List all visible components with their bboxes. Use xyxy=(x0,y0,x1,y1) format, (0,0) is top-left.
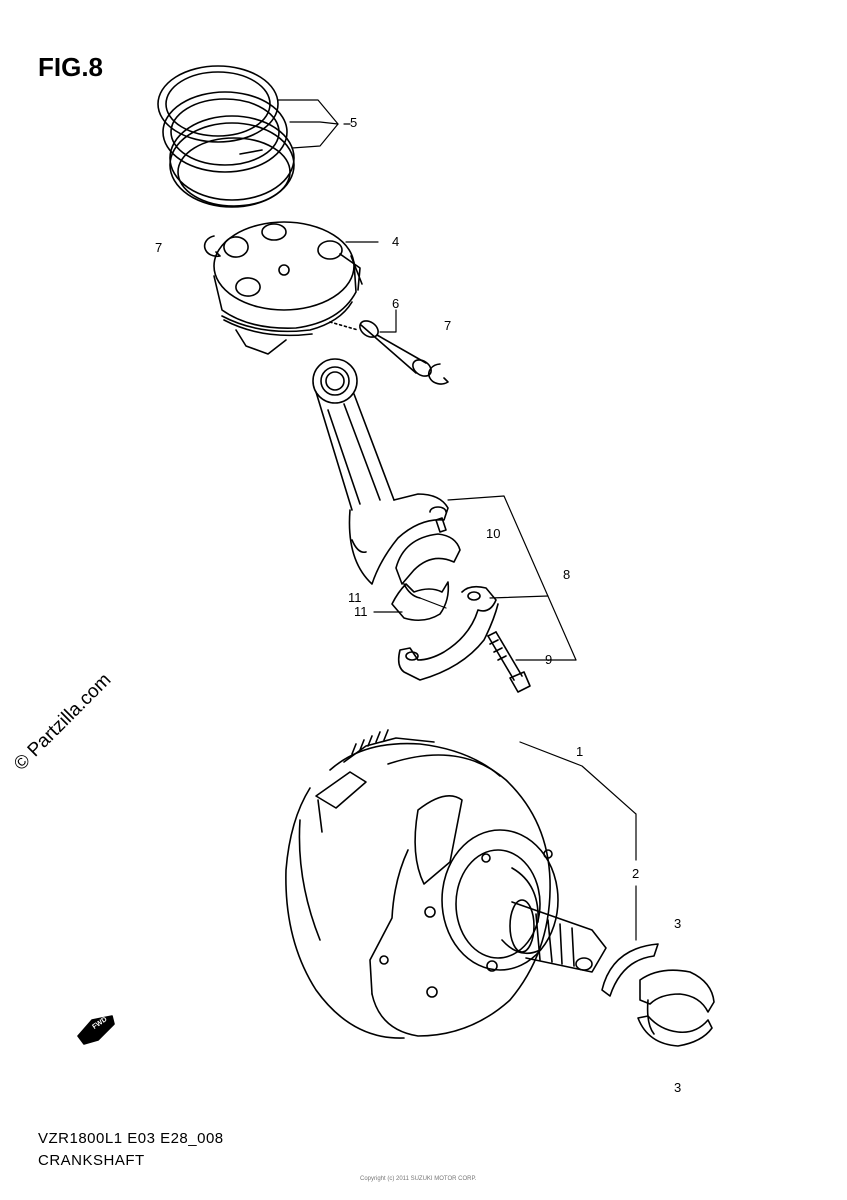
piston-pin-circlips xyxy=(203,235,449,385)
callout-4: 4 xyxy=(392,234,400,249)
callout-9: 9 xyxy=(545,652,553,667)
section-name: CRANKSHAFT xyxy=(38,1152,145,1169)
crankshaft xyxy=(285,729,607,1039)
callout-11a: 11 xyxy=(348,590,362,605)
fwd-arrow-icon xyxy=(77,1015,115,1045)
callout-5: 5 xyxy=(350,115,358,130)
callout-3a: 3 xyxy=(674,916,682,931)
conrod-bolt xyxy=(487,631,531,693)
crankshaft-bearings xyxy=(601,943,715,1047)
figure-title: FIG.8 xyxy=(38,52,104,82)
callout-6: 6 xyxy=(392,296,400,311)
model-code: VZR1800L1 E03 E28_008 xyxy=(38,1130,224,1147)
connecting-rod xyxy=(312,358,449,585)
piston xyxy=(213,221,363,355)
callout-11b: 11 xyxy=(354,604,368,619)
conrod-bearings xyxy=(391,533,461,622)
callout-8: 8 xyxy=(563,567,571,582)
callout-7a: 7 xyxy=(155,240,163,255)
piston-rings xyxy=(157,65,295,208)
copyright-notice: Copyright (c) 2011 SUZUKI MOTOR CORP. xyxy=(360,1176,477,1182)
callout-7b: 7 xyxy=(444,318,452,333)
callout-10: 10 xyxy=(486,526,501,541)
callout-3b: 3 xyxy=(674,1080,682,1095)
callout-leader-lines xyxy=(277,99,637,941)
callout-1: 1 xyxy=(576,744,584,759)
piston-pin xyxy=(329,320,432,377)
conrod-cap xyxy=(397,585,499,681)
callout-2: 2 xyxy=(632,866,640,881)
